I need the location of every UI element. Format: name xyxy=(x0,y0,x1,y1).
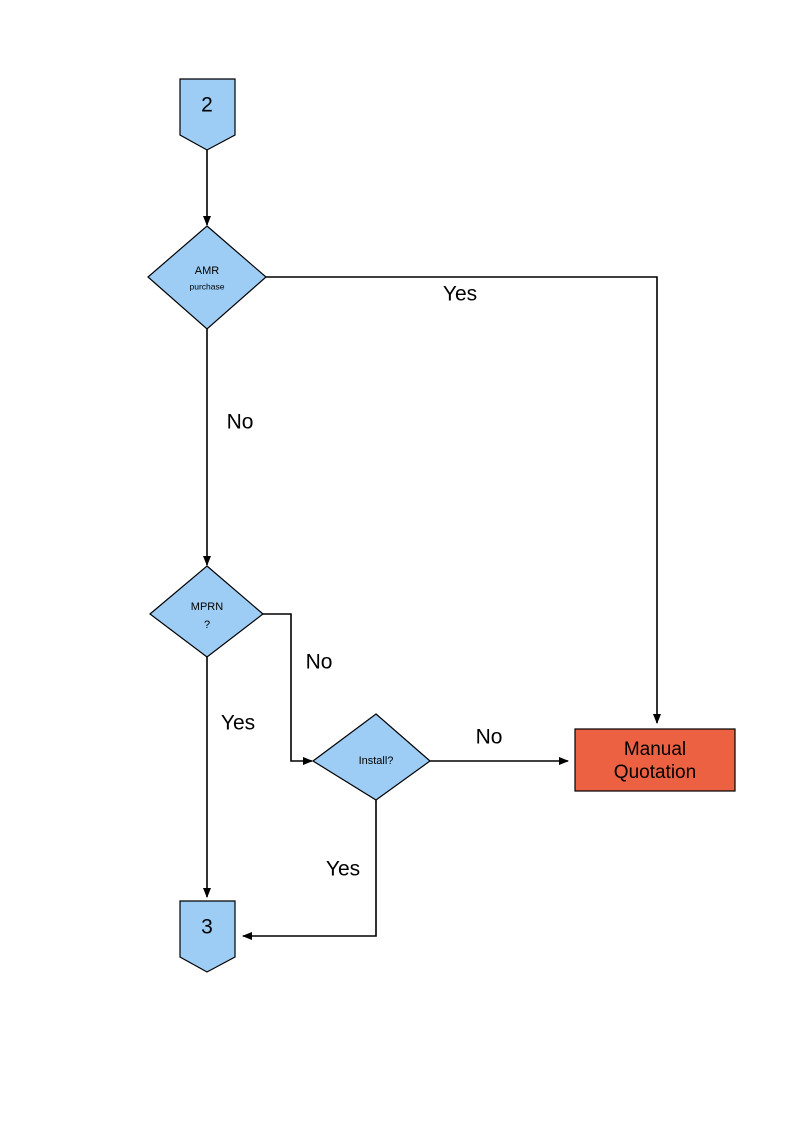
edge-label-yes-install: Yes xyxy=(326,858,360,881)
node-connector-2[interactable]: 2 xyxy=(179,78,236,151)
amr-purchase-label-line2: purchase xyxy=(190,281,225,291)
node-install[interactable]: Install? xyxy=(311,713,431,801)
edge-mprn-yes-to-connector3: Yes xyxy=(203,657,255,898)
connector-2-label: 2 xyxy=(201,94,213,117)
node-mprn[interactable]: MPRN ? xyxy=(149,565,264,658)
mprn-label-line1: MPRN xyxy=(191,601,223,613)
amr-purchase-label-line1: AMR xyxy=(195,265,220,277)
mprn-label-line2: ? xyxy=(204,619,210,631)
node-amr-purchase[interactable]: AMR purchase xyxy=(147,225,267,330)
edge-amr-yes-to-manual-quotation: Yes xyxy=(266,276,661,724)
edge-label-yes-amr: Yes xyxy=(443,283,477,306)
edge-install-no-to-manual-quotation: No xyxy=(430,726,569,765)
edge-install-yes-to-connector3: Yes xyxy=(242,800,377,940)
manual-quotation-label-line2: Quotation xyxy=(614,762,696,783)
edge-label-no-mprn: No xyxy=(306,651,333,674)
edge-amr-no-to-mprn: No xyxy=(203,329,254,566)
manual-quotation-label-line1: Manual xyxy=(624,739,686,760)
install-label: Install? xyxy=(359,755,394,767)
edge-mprn-no-to-install: No xyxy=(263,613,333,765)
edge-label-no-install: No xyxy=(476,726,503,749)
connector-3-label: 3 xyxy=(201,916,213,939)
edge-label-no-amr: No xyxy=(227,411,254,434)
edge-label-yes-mprn: Yes xyxy=(221,712,255,735)
node-manual-quotation[interactable]: Manual Quotation xyxy=(574,728,736,792)
node-connector-3[interactable]: 3 xyxy=(179,900,236,973)
